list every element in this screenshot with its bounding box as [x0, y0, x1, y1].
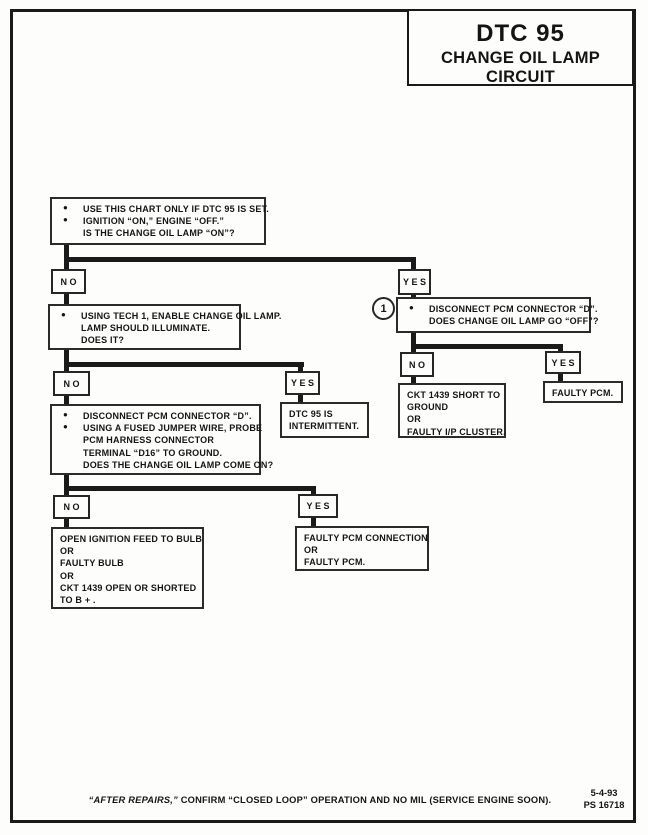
bullet-icon: ● — [63, 215, 69, 225]
callout-1-number: 1 — [380, 302, 387, 315]
flow-text: OR — [60, 570, 74, 581]
flow-box-disconnect-d: ● DISCONNECT PCM CONNECTOR “D”. DOES CHAN… — [396, 297, 598, 333]
decision-no-3: NO — [400, 352, 434, 377]
bullet-icon: ● — [63, 410, 69, 419]
flow-text: DOES CHANGE OIL LAMP GO “OFF”? — [429, 316, 599, 327]
page-title: DTC 95 — [476, 20, 565, 47]
flow-text: FAULTY BULB — [60, 558, 124, 569]
flow-text: DOES IT? — [81, 335, 125, 346]
flow-box-intermittent: DTC 95 IS INTERMITTENT. — [280, 402, 369, 438]
flow-text: OR — [60, 546, 74, 557]
flow-box-ignition-feed: OPEN IGNITION FEED TO BULB OR FAULTY BUL… — [51, 527, 204, 609]
flow-text: FAULTY PCM. — [552, 388, 614, 398]
flow-text: PCM HARNESS CONNECTOR — [83, 435, 215, 446]
bullet-icon: ● — [409, 303, 415, 312]
decision-no-1: NO — [51, 269, 86, 294]
page-subtitle: CHANGE OIL LAMP CIRCUIT — [440, 49, 601, 86]
flow-text: IS THE CHANGE OIL LAMP “ON”? — [83, 228, 235, 239]
footer-text: CONFIRM “CLOSED LOOP” OPERATION AND NO M… — [180, 795, 552, 805]
callout-1-circle: 1 — [372, 297, 395, 320]
decision-yes-2: YES — [285, 371, 320, 395]
flow-text: TO B + . — [60, 595, 96, 606]
flow-text: LAMP SHOULD ILLUMINATE. — [81, 323, 211, 334]
bullet-icon: ● — [63, 422, 69, 432]
bullet-icon: ● — [63, 203, 69, 212]
flow-text: CKT 1439 OPEN OR SHORTED — [60, 582, 197, 593]
flow-box-faulty-pcm: FAULTY PCM. — [543, 381, 623, 403]
flow-text: DTC 95 IS — [289, 409, 333, 419]
page-border — [10, 9, 636, 823]
footer-doc-info: 5-4-93 PS 16718 — [577, 788, 631, 811]
flow-text: OPEN IGNITION FEED TO BULB — [60, 534, 203, 544]
flow-text: TERMINAL “D16” TO GROUND. — [83, 447, 223, 458]
flow-text: FAULTY PCM. — [304, 557, 366, 568]
flow-text: OR — [407, 414, 421, 425]
flow-text: INTERMITTENT. — [289, 421, 360, 432]
flow-text: USE THIS CHART ONLY IF DTC 95 IS SET. — [83, 204, 269, 214]
flow-text: USING A FUSED JUMPER WIRE, PROBE — [83, 423, 263, 434]
connector-line — [64, 257, 416, 262]
flow-box-jumper: ● DISCONNECT PCM CONNECTOR “D”. ● USING A … — [50, 404, 273, 475]
flow-text: FAULTY PCM CONNECTION — [304, 533, 428, 543]
connector-line — [411, 344, 563, 349]
flow-text: FAULTY I/P CLUSTER. — [407, 426, 506, 437]
bullet-icon: ● — [61, 310, 67, 319]
decision-yes-3: YES — [545, 351, 581, 374]
flow-box-start: ● USE THIS CHART ONLY IF DTC 95 IS SET. ●… — [50, 197, 269, 245]
decision-no-2: NO — [53, 371, 90, 396]
flow-box-pcm-connection: FAULTY PCM CONNECTION OR FAULTY PCM. — [295, 526, 429, 571]
connector-line — [64, 362, 304, 367]
footer-note: “AFTER REPAIRS,” CONFIRM “CLOSED LOOP” O… — [70, 795, 570, 805]
decision-yes-4: YES — [298, 494, 338, 518]
footer-code: PS 16718 — [583, 799, 625, 810]
flow-text: USING TECH 1, ENABLE CHANGE OIL LAMP. — [81, 311, 282, 321]
flow-box-ckt-short: CKT 1439 SHORT TO GROUND OR FAULTY I/P C… — [398, 383, 506, 438]
connector-line — [64, 486, 316, 491]
flow-text: CKT 1439 SHORT TO — [407, 390, 501, 400]
footer-after-repairs: “AFTER REPAIRS,” — [88, 795, 178, 805]
flow-text: DISCONNECT PCM CONNECTOR “D”. — [429, 304, 598, 314]
flow-text: DISCONNECT PCM CONNECTOR “D”. — [83, 411, 252, 421]
title-box: DTC 95 CHANGE OIL LAMP CIRCUIT — [407, 9, 634, 86]
flow-text: GROUND — [407, 402, 449, 413]
flow-text: OR — [304, 545, 318, 556]
flow-box-tech1: ● USING TECH 1, ENABLE CHANGE OIL LAMP. L… — [48, 304, 281, 350]
flow-text: DOES THE CHANGE OIL LAMP COME ON? — [83, 459, 274, 470]
flow-text: IGNITION “ON,” ENGINE “OFF.” — [83, 216, 225, 227]
decision-no-4: NO — [53, 495, 90, 519]
footer-date: 5-4-93 — [590, 788, 618, 798]
decision-yes-1: YES — [398, 269, 431, 295]
